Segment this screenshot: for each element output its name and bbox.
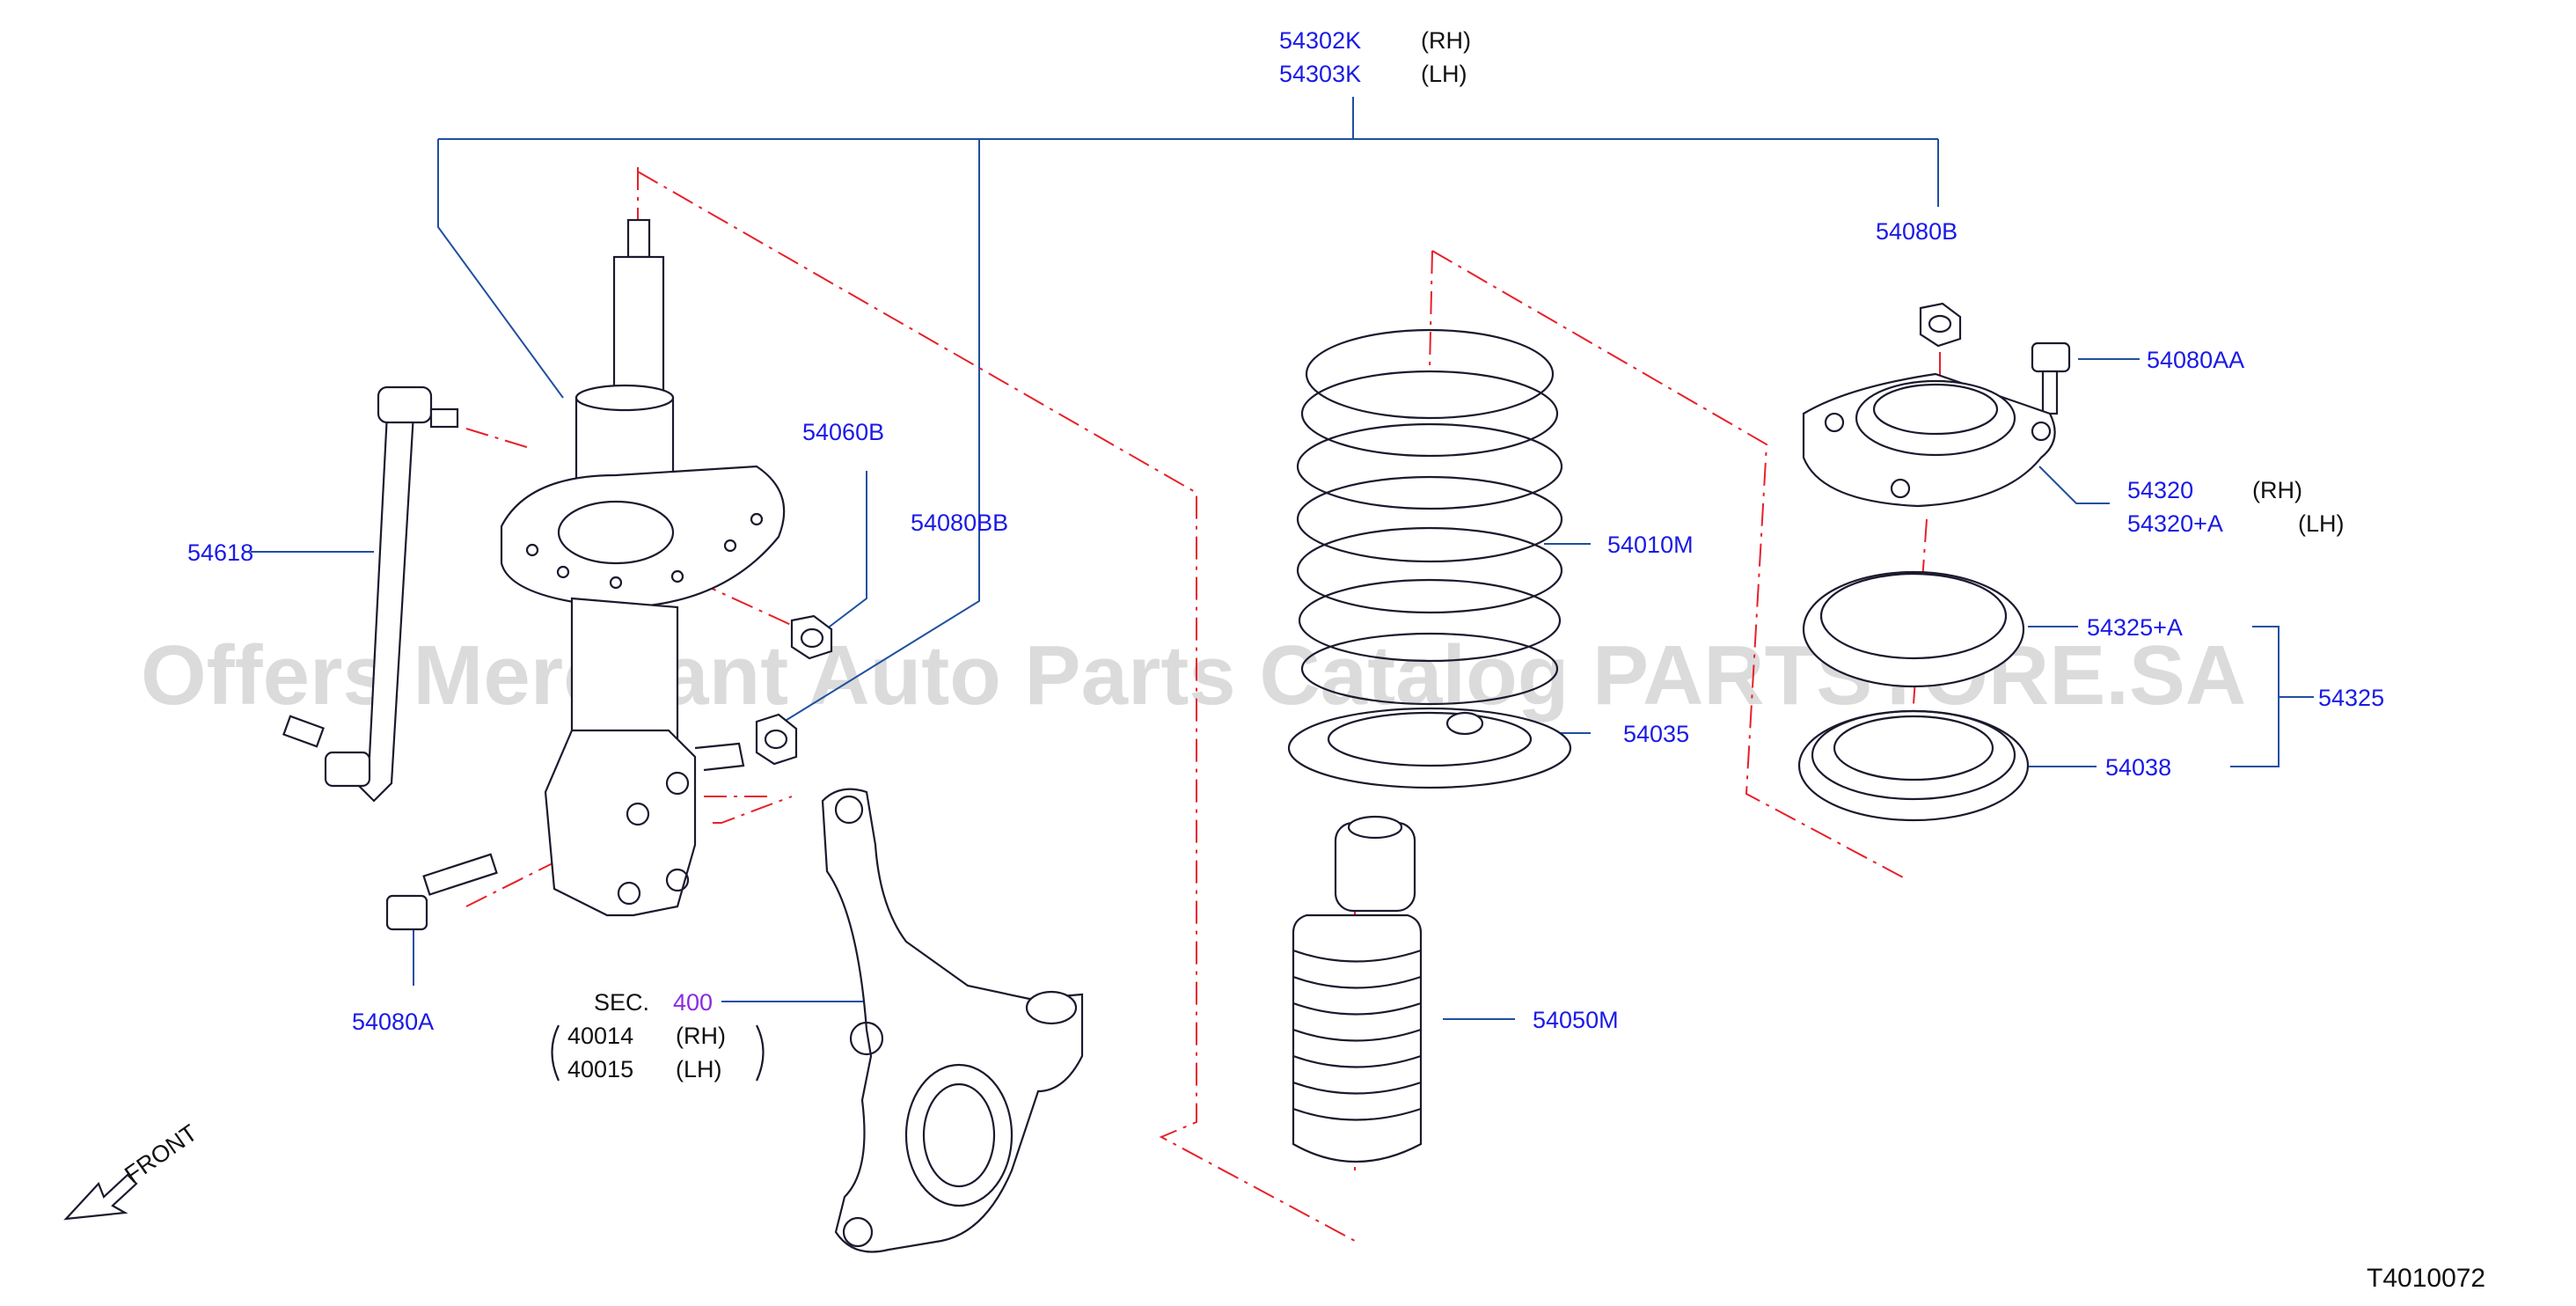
label-mount-lh-side: (LH)	[2298, 510, 2345, 537]
part-labels: 54302K (RH) 54303K (LH) 54080B 54080AA 5…	[187, 27, 2485, 1293]
bearing-seat[interactable]	[1802, 570, 2025, 688]
bolt-54080a[interactable]	[385, 853, 498, 931]
front-direction-indicator: FRONT	[63, 1119, 202, 1221]
label-mount-lh[interactable]: 54320+A	[2127, 510, 2223, 537]
stabilizer-link[interactable]	[282, 385, 459, 803]
front-label: FRONT	[120, 1119, 201, 1188]
coil-spring[interactable]	[1296, 328, 1563, 706]
steering-knuckle[interactable]	[821, 788, 1084, 1253]
knuckle-bracket-left	[551, 1024, 560, 1082]
label-bolt-lower[interactable]: 54080A	[352, 1009, 434, 1035]
bolt-54080aa[interactable]	[2031, 341, 2071, 415]
label-bearing-seat[interactable]: 54325+A	[2087, 614, 2183, 641]
figure-code: T4010072	[2367, 1264, 2485, 1293]
label-mount-rh[interactable]: 54320	[2127, 477, 2193, 503]
label-bolt-mount[interactable]: 54080AA	[2147, 347, 2244, 373]
label-strut-lh-side: (LH)	[1421, 61, 1467, 87]
label-nut-link[interactable]: 54060B	[802, 419, 884, 445]
knuckle-bracket-right	[755, 1024, 765, 1082]
strut-bearing[interactable]	[1797, 709, 2030, 822]
label-bearing[interactable]: 54038	[2105, 754, 2171, 781]
front-arrow-icon	[63, 1173, 138, 1221]
leader-lines	[251, 97, 2314, 1020]
nut-54080b[interactable]	[1919, 302, 1962, 348]
label-knuckle-lh: 40015	[567, 1056, 633, 1082]
label-bearing-kit[interactable]: 54325	[2318, 685, 2384, 711]
label-sec-prefix: SEC.	[594, 989, 649, 1016]
label-nut-top[interactable]: 54080B	[1876, 218, 1958, 245]
label-knuckle-rh: 40014	[567, 1023, 633, 1049]
spring-seat[interactable]	[1287, 707, 1572, 789]
nut-54060b[interactable]	[790, 614, 833, 660]
label-mount-rh-side: (RH)	[2252, 477, 2302, 503]
strut-mount-insulator[interactable]	[1802, 372, 2056, 508]
label-stabilizer-link[interactable]: 54618	[187, 539, 253, 566]
label-bound-bumper[interactable]: 54050M	[1533, 1007, 1619, 1033]
label-nut-bb[interactable]: 54080BB	[911, 510, 1008, 536]
label-knuckle-rh-side: (RH)	[676, 1023, 726, 1049]
label-sec-number[interactable]: 400	[673, 989, 713, 1016]
label-spring[interactable]: 54010M	[1607, 532, 1694, 558]
bound-bumper[interactable]	[1292, 815, 1423, 1163]
label-strut-lh[interactable]: 54303K	[1279, 61, 1361, 87]
label-strut-rh[interactable]: 54302K	[1279, 27, 1361, 54]
label-strut-rh-side: (RH)	[1421, 27, 1471, 54]
label-knuckle-lh-side: (LH)	[676, 1056, 722, 1082]
strut-assembly[interactable]	[500, 218, 786, 917]
nut-54080bb[interactable]	[755, 713, 798, 766]
label-spring-seat[interactable]: 54035	[1623, 721, 1689, 747]
